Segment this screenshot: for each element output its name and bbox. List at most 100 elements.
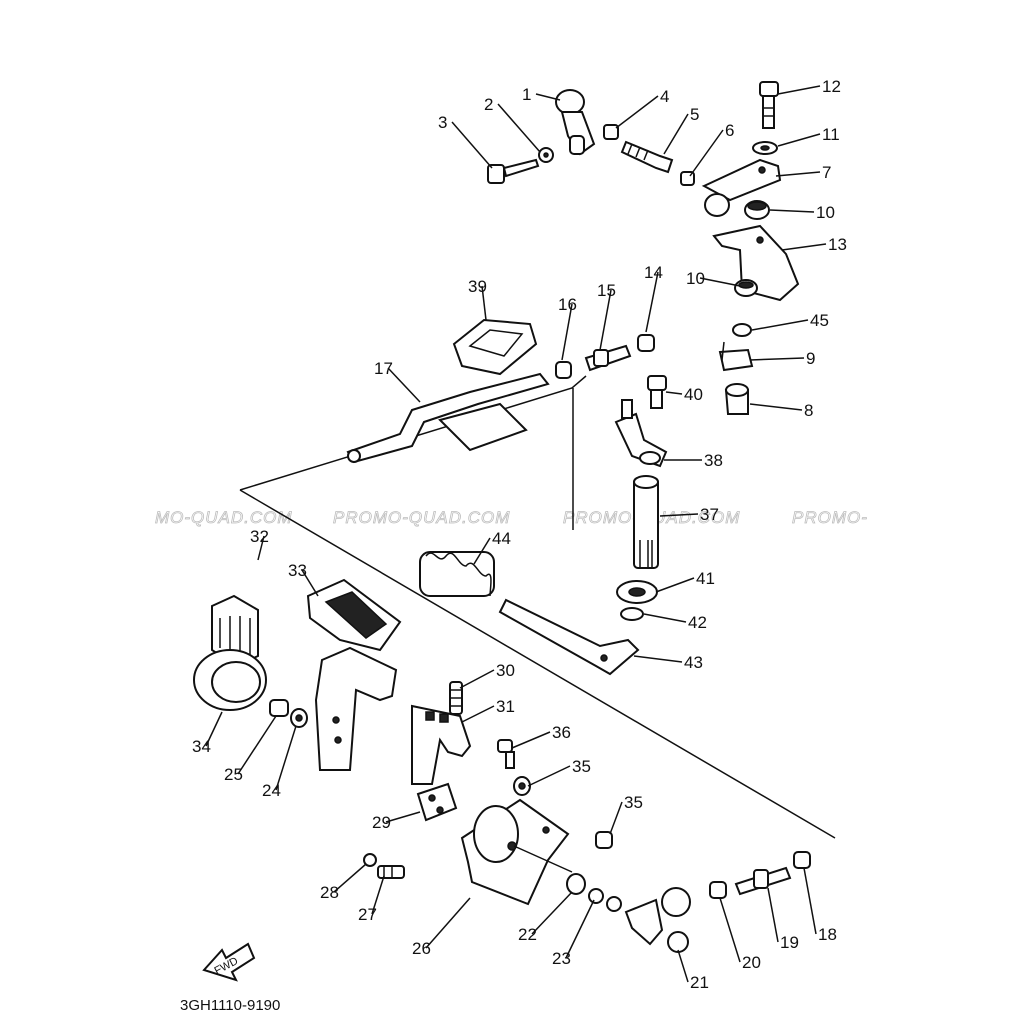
callout-label-3: 3 (438, 113, 447, 132)
watermark-text-2: PROMO-QUAD.COM (333, 508, 510, 527)
callout-label-5: 5 (690, 105, 699, 124)
callout-label-6: 6 (725, 121, 734, 140)
leader-line-43 (633, 655, 683, 663)
leader-line-31 (461, 705, 495, 723)
part-31-lever (411, 704, 472, 785)
leader-line-6 (689, 129, 724, 177)
leader-line-2 (497, 103, 541, 153)
leader-line-16 (561, 303, 573, 361)
callout-label-29: 29 (372, 813, 391, 832)
part-26-bracket (460, 798, 573, 906)
leader-line-30 (459, 669, 495, 689)
leader-line-5 (663, 113, 689, 155)
callout-label-8: 8 (804, 401, 813, 420)
part-16-nut (555, 361, 572, 379)
part-code: 3GH1110-9190 (180, 997, 280, 1014)
part-43-shift-shaft (498, 598, 640, 676)
leader-line-22 (531, 891, 573, 935)
part-8-bushing (724, 383, 749, 415)
callout-label-33: 33 (288, 561, 307, 580)
leader-line-27 (371, 875, 385, 915)
part-15-stud (584, 344, 632, 372)
leader-line-14 (645, 271, 659, 333)
leader-line-9 (749, 357, 805, 361)
leader-line-15 (599, 289, 612, 351)
part-36-bolt (497, 739, 515, 769)
callout-label-26: 26 (412, 939, 431, 958)
callout-labels: 1234567891010111213141516171819202122232… (192, 77, 847, 992)
part-14-nut (637, 334, 655, 352)
part-28-ball (363, 853, 377, 867)
callout-label-17: 17 (374, 359, 393, 378)
callout-label-10: 10 (686, 269, 705, 288)
leader-line-35 (609, 801, 623, 835)
part-27-spring (377, 865, 405, 879)
leader-line-41 (655, 577, 695, 593)
leader-line-8 (749, 403, 803, 411)
leader-line-20 (719, 897, 741, 963)
callout-label-7: 7 (822, 163, 831, 182)
part-29-plate (416, 782, 458, 822)
leader-line-26 (425, 897, 471, 949)
callout-label-41: 41 (696, 569, 715, 588)
leader-line-39 (481, 285, 487, 321)
callout-label-24: 24 (262, 781, 281, 800)
part-23-washers (588, 888, 622, 912)
leader-line-1 (535, 93, 561, 101)
part-7-lever (701, 158, 782, 217)
part-37-shaft (633, 475, 659, 569)
leader-line-17 (387, 367, 421, 403)
part-1-rod-end (555, 89, 596, 156)
leader-line-35 (527, 765, 571, 787)
callout-label-43: 43 (684, 653, 703, 672)
callout-label-1: 1 (522, 85, 531, 104)
callout-label-13: 13 (828, 235, 847, 254)
callout-label-22: 22 (518, 925, 537, 944)
part-3-bolt (487, 158, 540, 184)
callout-label-21: 21 (690, 973, 709, 992)
leader-line-34 (205, 711, 223, 747)
part-9-clip (718, 341, 754, 372)
leader-line-7 (775, 171, 821, 177)
part-12-bolt (759, 81, 779, 129)
part-35-washer-a (513, 776, 531, 796)
callout-label-10: 10 (816, 203, 835, 222)
part-44-spring (419, 551, 495, 597)
leader-line-28 (333, 863, 367, 893)
leader-line-21 (677, 949, 689, 983)
leader-line-33 (301, 569, 319, 597)
callout-label-18: 18 (818, 925, 837, 944)
part-45-washer (732, 323, 752, 337)
leader-line-3 (451, 121, 493, 169)
callout-label-37: 37 (700, 505, 719, 524)
part-10-bushing-mid (734, 279, 758, 297)
callout-label-40: 40 (684, 385, 703, 404)
part-11-washer (752, 141, 778, 155)
callout-label-19: 19 (780, 933, 799, 952)
part-32-pedal (314, 646, 398, 771)
leader-line-18 (803, 867, 817, 935)
callout-label-9: 9 (806, 349, 815, 368)
leader-line-10 (699, 277, 741, 287)
leader-line-40 (665, 391, 683, 395)
callout-label-38: 38 (704, 451, 723, 470)
part-30-spring (449, 681, 463, 715)
callout-label-11: 11 (822, 125, 840, 144)
leader-line-32 (257, 535, 265, 561)
callout-label-44: 44 (492, 529, 511, 548)
part-13-bracket (712, 224, 800, 302)
part-42-circlip (620, 607, 644, 621)
leader-line-19 (767, 887, 779, 943)
leader-line-44 (473, 537, 491, 565)
leader-line-37 (659, 513, 699, 517)
callout-label-20: 20 (742, 953, 761, 972)
leader-line-29 (385, 811, 421, 823)
callout-label-23: 23 (552, 949, 571, 968)
callout-label-14: 14 (644, 263, 663, 282)
callout-label-25: 25 (224, 765, 243, 784)
part-17-shift-rod (346, 372, 550, 464)
part-41-oil-seal (616, 580, 658, 604)
leader-line-45 (751, 319, 809, 331)
part-20-nut (709, 881, 727, 899)
